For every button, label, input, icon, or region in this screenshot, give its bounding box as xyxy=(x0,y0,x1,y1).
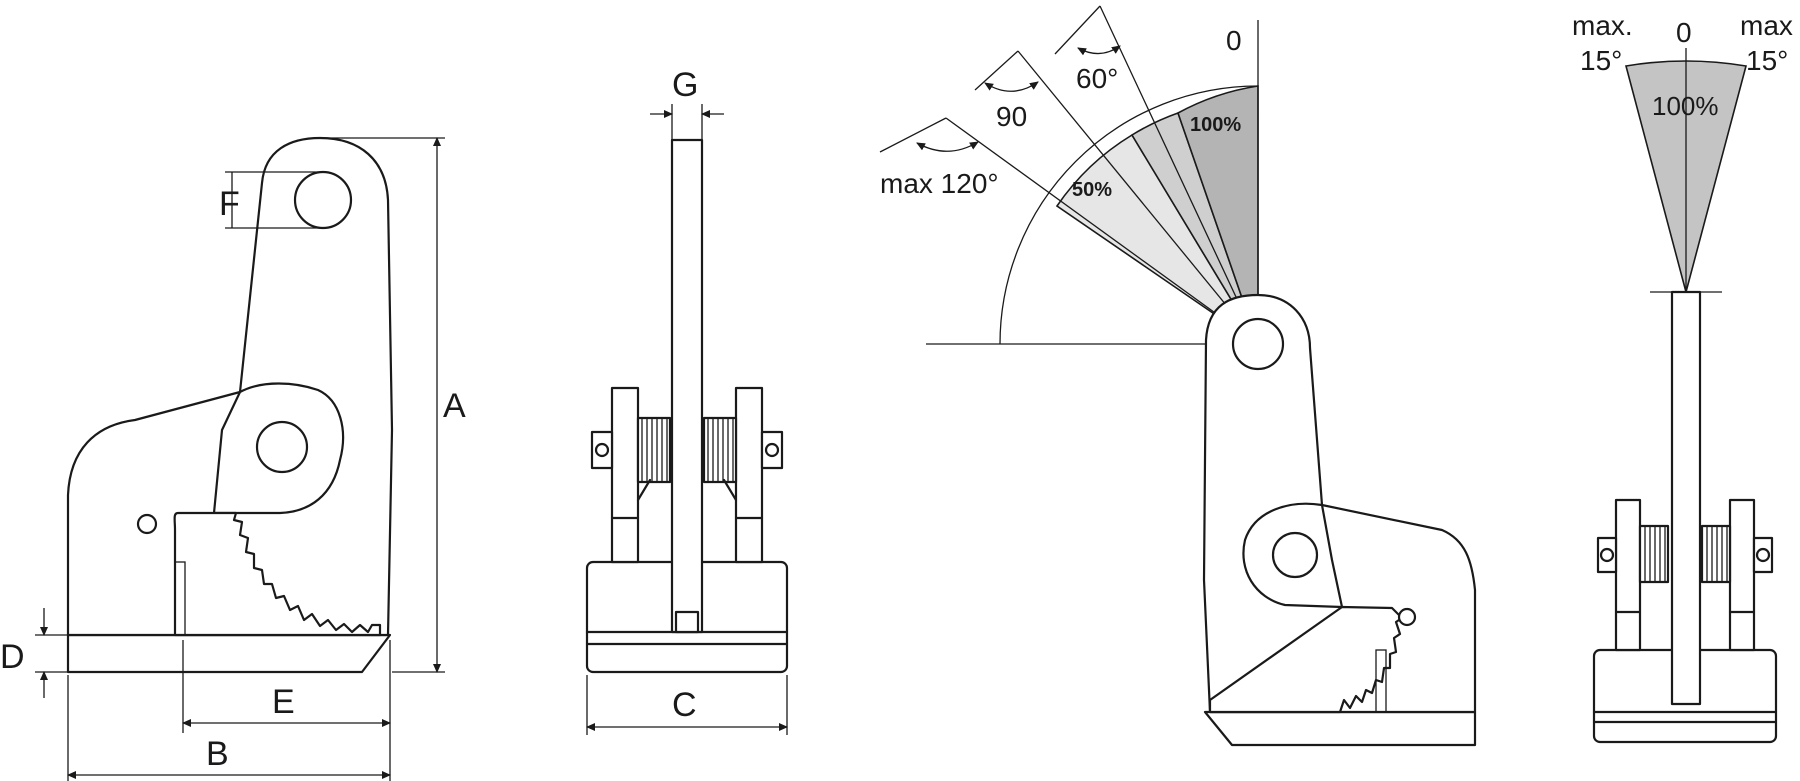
clamp-body xyxy=(66,136,394,637)
angle-label-0: 0 xyxy=(1226,25,1242,56)
side-tilt-diagram: 0 max. 15° max 15° 100% xyxy=(1572,10,1793,744)
dim-label-d: D xyxy=(0,638,25,676)
dim-label-g: G xyxy=(672,66,698,104)
serrated-jaw xyxy=(173,511,382,637)
pin-hole xyxy=(136,513,158,535)
dim-label-b: B xyxy=(206,735,229,773)
tilted-cam-hole xyxy=(1271,531,1319,579)
dim-label-f: F xyxy=(219,185,240,223)
load-label-50: 50% xyxy=(1072,179,1112,201)
load-label-100: 100% xyxy=(1190,114,1241,136)
tilt-label-left-deg: 15° xyxy=(1580,45,1622,76)
spring-right xyxy=(702,416,738,484)
tilt-load-label: 100% xyxy=(1652,91,1719,121)
jaw-base xyxy=(66,633,392,674)
tilt-label-right-deg: 15° xyxy=(1746,45,1788,76)
tilted-small-hole xyxy=(1397,607,1417,627)
angle-label-max120: max 120° xyxy=(880,168,999,199)
clamp-side-view: A F D E B xyxy=(0,136,466,781)
tilted-eye-hole xyxy=(1231,317,1285,371)
jaw-pad xyxy=(174,561,186,636)
tilted-clamp-body xyxy=(1202,293,1477,714)
angle-label-60: 60° xyxy=(1076,63,1118,94)
tilted-jaw xyxy=(1208,605,1404,714)
clamp-front-view: G C xyxy=(585,66,789,735)
small-center-shaft xyxy=(1670,290,1702,706)
lifting-eye-hole xyxy=(293,170,353,230)
tilt-label-zero: 0 xyxy=(1676,17,1692,48)
left-plate xyxy=(610,386,640,564)
dim-label-e: E xyxy=(272,683,295,721)
tilted-clamp-base xyxy=(1203,710,1477,747)
tilt-label-right-max: max xyxy=(1740,10,1793,41)
dim-label-a: A xyxy=(443,387,466,425)
angle-label-90: 90 xyxy=(996,101,1027,132)
spring-left xyxy=(636,416,672,484)
right-plate xyxy=(734,386,764,564)
lifting-angle-diagram: 0 60° 90 max 120° 100% 50% xyxy=(879,5,1477,747)
center-shaft xyxy=(670,138,704,634)
tilt-label-left-max: max. xyxy=(1572,10,1633,41)
cam-pivot-hole xyxy=(255,420,309,474)
dim-label-c: C xyxy=(672,686,697,724)
